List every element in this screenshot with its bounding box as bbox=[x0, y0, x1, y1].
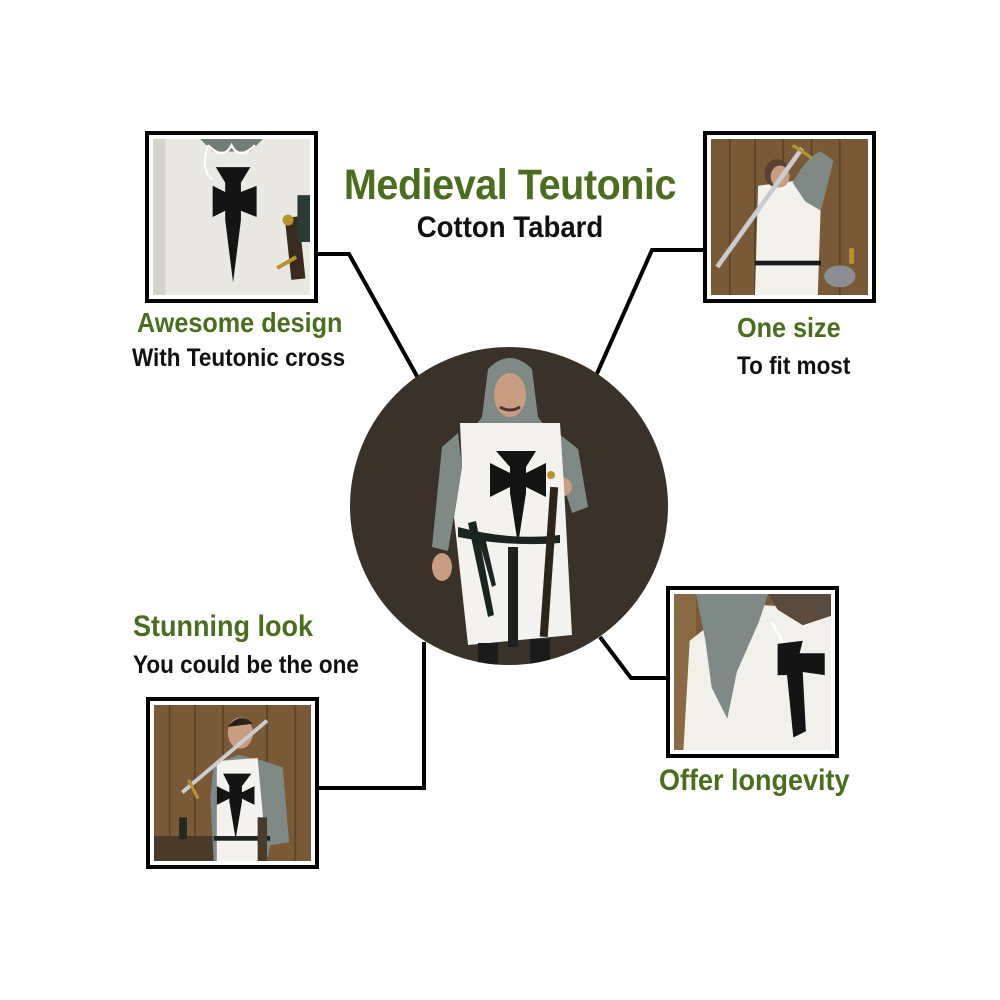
connector-top-right bbox=[593, 248, 704, 379]
feature-description-top-right: To fit most bbox=[737, 352, 851, 380]
feature-image-top-right bbox=[703, 131, 876, 303]
tabard-cross-closeup-photo bbox=[153, 139, 310, 295]
feature-image-bottom-right bbox=[666, 586, 839, 758]
knight-in-tabard-photo bbox=[432, 358, 588, 665]
feature-heading-bottom-right: Offer longevity bbox=[659, 764, 850, 797]
connector-bottom-right bbox=[598, 635, 667, 680]
feature-heading-top-left: Awesome design bbox=[137, 307, 343, 338]
tabard-side-chainmail-photo bbox=[674, 594, 831, 750]
center-product-image bbox=[350, 347, 668, 665]
feature-image-top-left bbox=[145, 131, 318, 303]
product-subtitle: Cotton Tabard bbox=[416, 211, 604, 244]
feature-heading-top-right: One size bbox=[737, 312, 841, 343]
knight-raising-sword-photo bbox=[711, 139, 868, 295]
feature-image-bottom-left bbox=[146, 697, 319, 869]
feature-description-bottom-left: You could be the one bbox=[133, 651, 359, 679]
feature-heading-bottom-left: Stunning look bbox=[133, 610, 313, 643]
knight-sword-on-shoulder-photo bbox=[154, 705, 311, 861]
feature-description-top-left: With Teutonic cross bbox=[132, 344, 346, 372]
product-title: Medieval Teutonic bbox=[343, 161, 677, 209]
